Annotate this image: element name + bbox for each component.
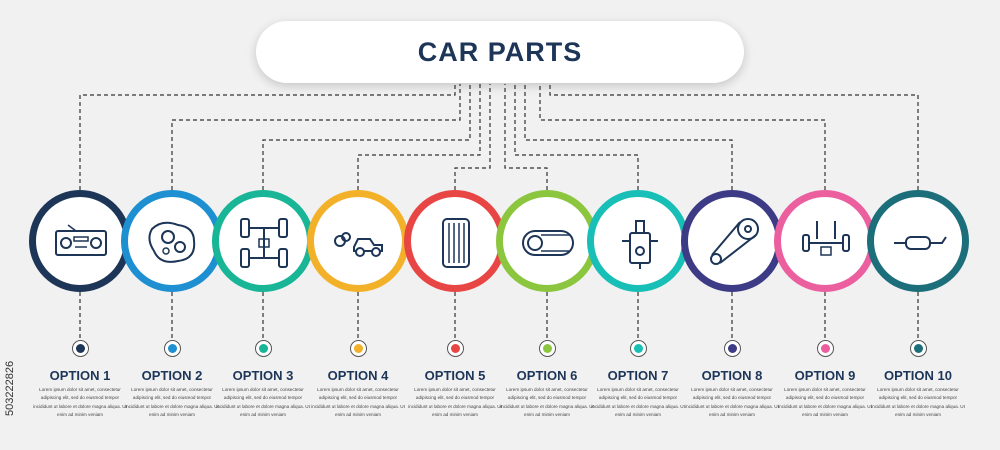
option-dot-fill <box>821 344 830 353</box>
option-dot <box>724 340 741 357</box>
fuel-pump-icon <box>622 220 658 269</box>
option-title: OPTION 9 <box>794 368 856 383</box>
option-circle <box>29 190 131 292</box>
option-dot-fill <box>914 344 923 353</box>
connector-line <box>539 84 826 190</box>
option-title: OPTION 8 <box>701 368 763 383</box>
axle-suspension-icon <box>802 221 850 256</box>
option-description: Lorem ipsum dolor sit amet, consectetur … <box>591 387 685 418</box>
option-dot-fill <box>259 344 268 353</box>
air-filter-icon <box>442 218 470 268</box>
option-dot-fill <box>168 344 177 353</box>
timing-belt-icon <box>522 230 574 256</box>
connector-line <box>171 84 461 190</box>
side-stock-number: 503222826 <box>4 360 16 416</box>
option-dot <box>817 340 834 357</box>
option-dot-fill <box>634 344 643 353</box>
option-dot-fill <box>543 344 552 353</box>
car-chassis-icon <box>240 218 288 268</box>
option-circle <box>212 190 314 292</box>
option-dot <box>255 340 272 357</box>
chain-drive-icon <box>710 218 759 265</box>
connector-line <box>524 84 733 190</box>
option-dot <box>72 340 89 357</box>
option-title: OPTION 2 <box>141 368 203 383</box>
option-title: OPTION 7 <box>607 368 669 383</box>
muffler-icon <box>894 236 947 250</box>
option-description: Lorem ipsum dolor sit amet, consectetur … <box>125 387 219 418</box>
option-circle <box>774 190 876 292</box>
option-dot-fill <box>354 344 363 353</box>
option-description: Lorem ipsum dolor sit amet, consectetur … <box>408 387 502 418</box>
option-dot <box>910 340 927 357</box>
option-title: OPTION 1 <box>49 368 111 383</box>
option-description: Lorem ipsum dolor sit amet, consectetur … <box>500 387 594 418</box>
connector-line <box>79 84 456 190</box>
option-dot <box>164 340 181 357</box>
option-description: Lorem ipsum dolor sit amet, consectetur … <box>33 387 127 418</box>
page-title: CAR PARTS <box>417 36 583 67</box>
option-dot-fill <box>76 344 85 353</box>
option-dot <box>350 340 367 357</box>
option-circle <box>404 190 506 292</box>
option-title: OPTION 6 <box>516 368 578 383</box>
option-description: Lorem ipsum dolor sit amet, consectetur … <box>216 387 310 418</box>
gears-engine-icon <box>148 221 196 263</box>
option-circle <box>587 190 689 292</box>
connector-line <box>549 84 919 190</box>
option-dot <box>539 340 556 357</box>
option-title: OPTION 5 <box>424 368 486 383</box>
connector-line <box>504 84 548 190</box>
option-circle <box>307 190 409 292</box>
connector-line <box>357 84 481 190</box>
option-dot <box>447 340 464 357</box>
connector-line <box>262 84 471 190</box>
option-title: OPTION 3 <box>232 368 294 383</box>
option-circle <box>496 190 598 292</box>
car-exhaust-smoke-icon <box>334 232 383 257</box>
connector-line <box>454 84 491 190</box>
option-description: Lorem ipsum dolor sit amet, consectetur … <box>311 387 405 418</box>
car-radio-icon <box>55 224 107 256</box>
option-title: OPTION 10 <box>884 368 952 383</box>
option-circle <box>121 190 223 292</box>
option-description: Lorem ipsum dolor sit amet, consectetur … <box>685 387 779 418</box>
connector-line <box>514 84 639 190</box>
option-description: Lorem ipsum dolor sit amet, consectetur … <box>871 387 965 418</box>
option-dot-fill <box>451 344 460 353</box>
option-description: Lorem ipsum dolor sit amet, consectetur … <box>778 387 872 418</box>
option-title: OPTION 4 <box>327 368 389 383</box>
option-dot <box>630 340 647 357</box>
option-dot-fill <box>728 344 737 353</box>
option-circle <box>681 190 783 292</box>
title-banner: CAR PARTS <box>256 21 744 83</box>
option-circle <box>867 190 969 292</box>
